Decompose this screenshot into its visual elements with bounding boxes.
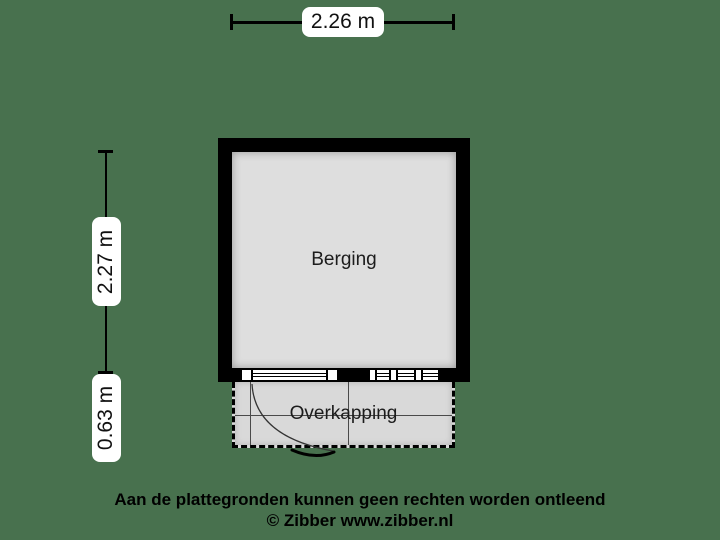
dimension-width-label: 2.26 m [302,7,384,37]
room-berging-label: Berging [311,249,377,270]
dimension-width-value: 2.26 m [310,10,376,33]
door-swing-icon [251,383,336,457]
dimension-width-tick-right [452,14,455,30]
dimension-width-tick-left [230,14,233,30]
glass-line [253,376,326,377]
dimension-height-tick-bottom [98,371,113,374]
canopy-beam-line [235,415,452,416]
window-edge [368,380,438,382]
window-mullion [368,368,377,382]
glass-line [253,373,326,374]
window-edge [253,380,326,382]
wall-frame-left [240,368,253,382]
wall-frame-mid [326,368,339,382]
dimension-canopy-value: 0.63 m [94,385,118,451]
window-edge [368,368,438,370]
window-edge [253,368,326,370]
area-overkapping: Overkapping [232,382,455,448]
glass-line [368,373,438,374]
room-berging: Berging [218,138,470,382]
glass-line [368,376,438,377]
window-glazing-left [253,368,326,382]
window-mullion [389,368,398,382]
dimension-height-label: 2.27 m [92,217,121,306]
window-mullion [414,368,423,382]
footer-disclaimer: Aan de plattegronden kunnen geen rechten… [114,490,606,509]
canopy-post-line [250,382,251,445]
footer-copyright: © Zibber www.zibber.nl [266,511,454,530]
dimension-height-tick-top [98,150,113,153]
dimension-canopy-label: 0.63 m [92,374,121,462]
dimension-height-value: 2.27 m [94,229,118,294]
door-leaf [290,448,336,457]
door-swing-arc [251,383,334,452]
window-glazing-right [368,368,438,382]
area-overkapping-label: Overkapping [289,402,398,424]
canopy-post-line [348,382,349,445]
